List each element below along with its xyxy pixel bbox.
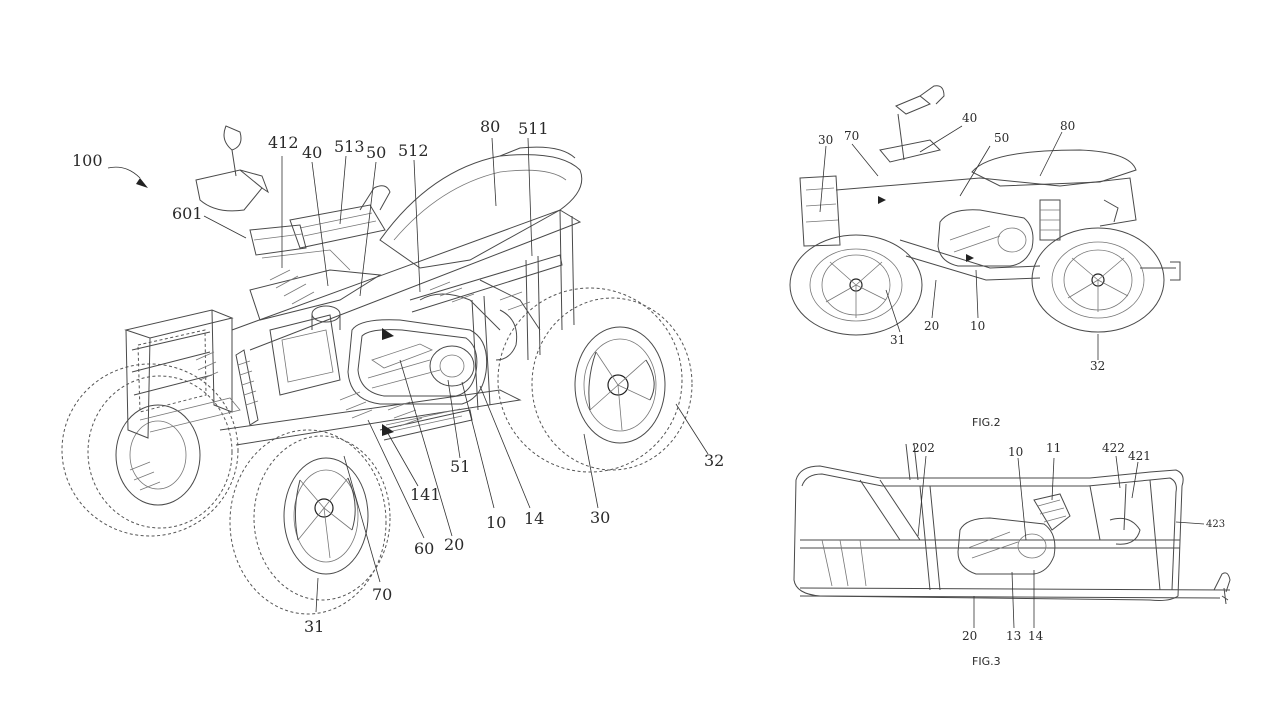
handlebar-assembly [195, 125, 391, 271]
fig1-labels: 100 601 412 40 513 50 512 80 511 51 141 … [72, 117, 724, 636]
fig3-ref-421: 421 [1128, 449, 1151, 463]
fig1-leader-lines [203, 137, 709, 613]
ref-511: 511 [518, 119, 549, 138]
ref-32: 32 [704, 451, 724, 470]
fig3-ref-14: 14 [1028, 629, 1044, 643]
ref-50: 50 [366, 143, 386, 162]
arrow-51-head [382, 328, 394, 340]
ref-51: 51 [450, 457, 470, 476]
fig3-frame-view: 202 10 11 422 421 423 20 13 14 FIG.3 [793, 441, 1231, 668]
ref-10: 10 [486, 513, 506, 532]
rear-wheel-32 [497, 287, 693, 473]
fig2-arrow-2 [966, 254, 974, 262]
fig2-ref-32: 32 [1090, 359, 1105, 373]
hatching [129, 269, 423, 491]
arrow-141-head [382, 424, 394, 436]
fig3-ref-10: 10 [1008, 445, 1023, 459]
fig2-ref-31: 31 [890, 333, 905, 347]
fig2-caption: FIG.2 [972, 416, 1001, 429]
ref-40: 40 [302, 143, 322, 162]
seat-80 [379, 146, 583, 269]
fig2-labels: 30 70 40 50 80 31 20 10 32 [818, 111, 1105, 373]
fig3-ref-20: 20 [962, 629, 977, 643]
fig2-body [799, 85, 1181, 281]
fig3-ref-422: 422 [1102, 441, 1125, 455]
fig3-caption: FIG.3 [972, 655, 1001, 668]
ref-20: 20 [444, 535, 464, 554]
fig3-ref-202: 202 [912, 441, 935, 455]
ref-14: 14 [524, 509, 544, 528]
fig2-ref-10: 10 [970, 319, 985, 333]
arrow-100 [107, 166, 148, 188]
fig2-leader-lines [819, 125, 1099, 360]
ref-70: 70 [372, 585, 392, 604]
fig2-ref-30: 30 [818, 133, 833, 147]
fig1-perspective-atv: 100 601 412 40 513 50 512 80 511 51 141 … [61, 117, 724, 636]
ref-60: 60 [414, 539, 434, 558]
fig3-leader-lines [917, 455, 1205, 629]
fig2-arrow [878, 196, 886, 204]
ref-513: 513 [334, 137, 365, 156]
fig2-front-wheel [789, 234, 923, 336]
front-wheel-31 [229, 429, 391, 615]
engine-cvt [347, 279, 541, 405]
fig2-ref-50: 50 [994, 131, 1009, 145]
fig3-ref-11: 11 [1046, 441, 1061, 455]
fig3-ref-13: 13 [1006, 629, 1021, 643]
ref-31: 31 [304, 617, 324, 636]
fig2-ref-70: 70 [844, 129, 859, 143]
front-left-wheel [61, 363, 239, 537]
ref-80: 80 [480, 117, 500, 136]
fig2-ref-40: 40 [962, 111, 977, 125]
frame-body [124, 209, 582, 446]
ref-412: 412 [268, 133, 299, 152]
ref-512: 512 [398, 141, 429, 160]
fig2-ref-80: 80 [1060, 119, 1075, 133]
fig3-engine [957, 483, 1141, 575]
fig3-ref-423: 423 [1206, 519, 1225, 530]
ref-30: 30 [590, 508, 610, 527]
fig2-ref-20: 20 [924, 319, 939, 333]
fig3-labels: 202 10 11 422 421 423 20 13 14 [912, 441, 1225, 643]
fig2-rear-wheel [1031, 227, 1165, 333]
ref-601: 601 [172, 204, 203, 223]
ref-141: 141 [410, 485, 441, 504]
ref-100: 100 [72, 151, 103, 170]
fig2-side-view: 30 70 40 50 80 31 20 10 32 FIG.2 [789, 85, 1181, 429]
